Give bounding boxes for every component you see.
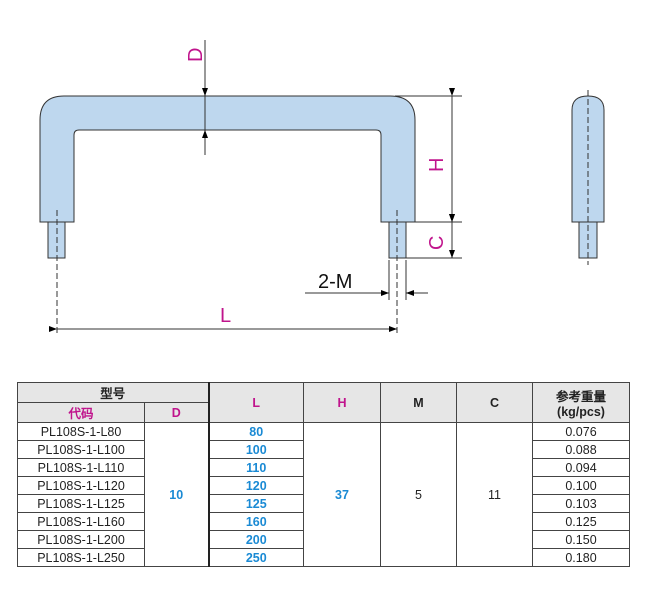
label-D: D (185, 48, 207, 62)
header-weight: 参考重量(kg/pcs) (532, 382, 630, 423)
handle-drawing: D H C L 2-M (39, 40, 605, 335)
cell-L: 100 (207, 440, 304, 459)
table-row: PL108S-1-L160 160 0.125 (17, 512, 630, 531)
header-C: C (456, 382, 533, 423)
cell-H: 37 (303, 422, 381, 567)
cell-L: 250 (207, 548, 304, 567)
table-row: PL108S-1-L120 120 0.100 (17, 476, 630, 495)
cell-code: PL108S-1-L110 (17, 458, 145, 477)
cell-M: 5 (380, 422, 457, 567)
table-row: PL108S-1-L250 250 0.180 (17, 548, 630, 567)
header-L: L (207, 382, 304, 423)
label-C: C (426, 236, 448, 250)
handle-body (39, 95, 416, 223)
header-H: H (303, 382, 381, 423)
cell-L: 125 (207, 494, 304, 513)
cell-D: 10 (144, 422, 209, 567)
cell-code: PL108S-1-L160 (17, 512, 145, 531)
cell-L: 200 (207, 530, 304, 549)
label-L: L (220, 305, 231, 327)
cell-L: 110 (207, 458, 304, 477)
cell-C: 11 (456, 422, 533, 567)
cell-L: 160 (207, 512, 304, 531)
cell-code: PL108S-1-L80 (17, 422, 145, 441)
cell-L: 80 (207, 422, 304, 441)
cell-L: 120 (207, 476, 304, 495)
spec-table: 型号 L H M C 参考重量(kg/pcs) 代码 D PL108S-1-L8… (17, 382, 630, 567)
cell-code: PL108S-1-L200 (17, 530, 145, 549)
header-M: M (380, 382, 457, 423)
cell-code: PL108S-1-L125 (17, 494, 145, 513)
header-code: 代码 (17, 402, 145, 423)
side-view (571, 90, 605, 265)
label-M: 2-M (318, 271, 352, 293)
cell-weight: 0.094 (532, 458, 630, 477)
label-H: H (426, 158, 448, 172)
cell-code: PL108S-1-L250 (17, 548, 145, 567)
table-row: PL108S-1-L125 125 0.103 (17, 494, 630, 513)
header-D: D (144, 402, 209, 423)
table-row: PL108S-1-L100 100 0.088 (17, 440, 630, 459)
cell-weight: 0.180 (532, 548, 630, 567)
cell-weight: 0.100 (532, 476, 630, 495)
header-model: 型号 (17, 382, 209, 403)
cell-code: PL108S-1-L120 (17, 476, 145, 495)
cell-weight: 0.088 (532, 440, 630, 459)
cell-code: PL108S-1-L100 (17, 440, 145, 459)
cell-weight: 0.150 (532, 530, 630, 549)
cell-weight: 0.125 (532, 512, 630, 531)
cell-weight: 0.103 (532, 494, 630, 513)
cell-weight: 0.076 (532, 422, 630, 441)
